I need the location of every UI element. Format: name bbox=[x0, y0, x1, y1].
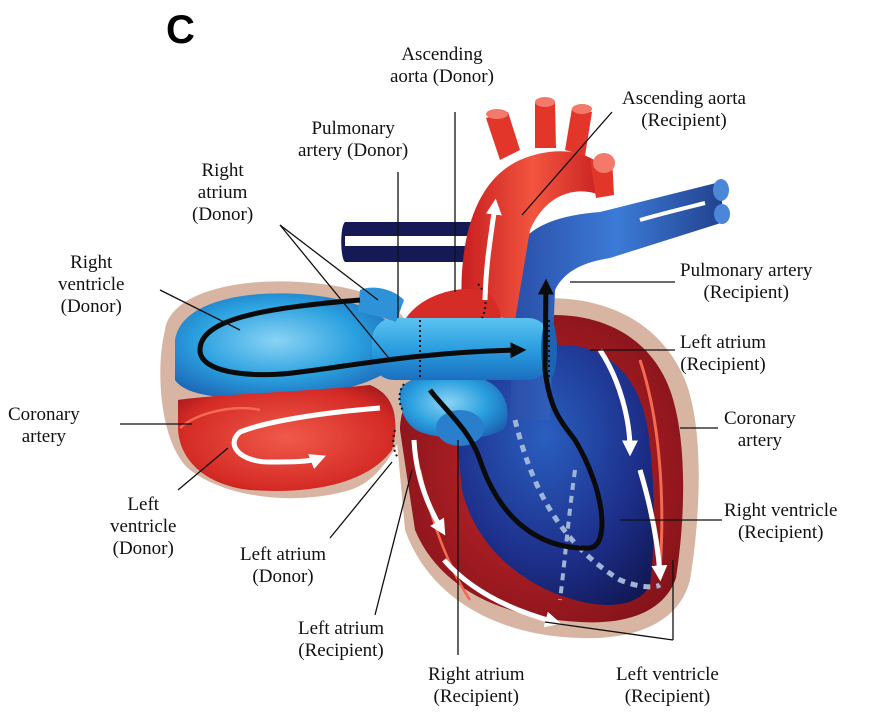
label-pulmonary-artery-recipient: Pulmonary artery (Recipient) bbox=[680, 260, 812, 304]
aortic-branch-2 bbox=[535, 102, 556, 148]
aortic-branch-1 bbox=[486, 112, 520, 160]
label-right-ventricle-recipient: Right ventricle (Recipient) bbox=[724, 500, 837, 544]
panel-letter: C bbox=[166, 8, 195, 53]
label-ascending-aorta-donor: Ascending aorta (Donor) bbox=[390, 44, 494, 88]
label-right-atrium-donor: Right atrium (Donor) bbox=[192, 160, 253, 226]
label-left-atrium-recipient-bottom: Left atrium (Recipient) bbox=[298, 618, 384, 662]
label-left-ventricle-donor: Left ventricle (Donor) bbox=[110, 494, 176, 560]
label-coronary-artery-left: Coronary artery bbox=[8, 404, 80, 448]
anastomosis-tube bbox=[372, 318, 550, 380]
label-left-atrium-donor: Left atrium (Donor) bbox=[240, 544, 326, 588]
label-left-ventricle-recipient: Left ventricle (Recipient) bbox=[616, 664, 719, 708]
aortic-branch-3 bbox=[565, 108, 592, 156]
pa-branch-end-upper bbox=[713, 179, 729, 201]
aortic-branch-end-1 bbox=[486, 109, 508, 119]
label-right-atrium-recipient: Right atrium (Recipient) bbox=[428, 664, 525, 708]
aortic-branch-end-2 bbox=[535, 97, 555, 107]
pa-branch-end-lower bbox=[714, 204, 730, 224]
label-left-atrium-recipient-right: Left atrium (Recipient) bbox=[680, 332, 766, 376]
aortic-branch-end-3 bbox=[572, 104, 592, 114]
label-pulmonary-artery-donor: Pulmonary artery (Donor) bbox=[298, 118, 408, 162]
label-coronary-artery-right: Coronary artery bbox=[724, 408, 796, 452]
label-ascending-aorta-recipient: Ascending aorta (Recipient) bbox=[622, 88, 746, 132]
aorta-stub-end bbox=[593, 153, 615, 173]
donor-pa-lumen bbox=[345, 236, 470, 246]
label-right-ventricle-donor: Right ventricle (Donor) bbox=[58, 252, 124, 318]
